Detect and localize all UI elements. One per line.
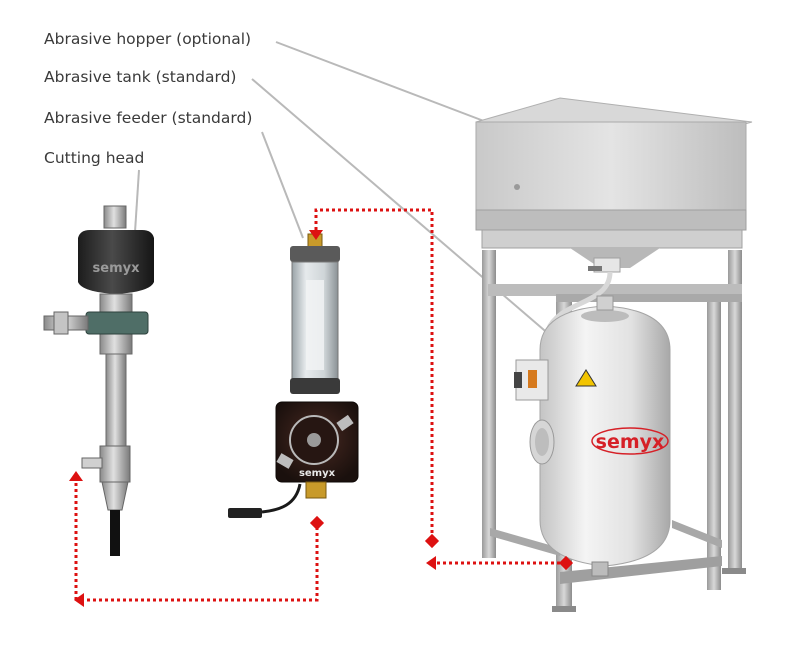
feeder-brand-text: semyx <box>299 468 336 479</box>
head-black-housing <box>78 230 154 294</box>
flow-node-diamond-icon <box>424 533 440 549</box>
tank-brand-text: semyx <box>596 431 665 453</box>
arrowhead-left-icon <box>426 556 436 570</box>
hopper-assembly <box>475 97 753 612</box>
feeder-dial-hub <box>307 433 321 447</box>
tank-control-box <box>515 359 549 401</box>
head-brand-text: semyx <box>93 261 141 276</box>
feeder-cylinder-cap <box>290 246 340 262</box>
abrasive-feeder: semyx <box>228 233 359 518</box>
flow-feeder-to-head <box>84 527 319 602</box>
flow-markers <box>69 230 574 607</box>
feeder-knob <box>336 414 354 432</box>
leader-feeder <box>261 131 304 239</box>
head-top-fitting <box>103 205 127 229</box>
label-cutting-head: Cutting head <box>44 149 145 167</box>
feeder-cylinder-base <box>290 378 340 394</box>
feeder-outlet-fitting <box>305 481 327 499</box>
arrowhead-down-icon <box>309 230 323 240</box>
cutting-head: semyx <box>43 205 154 556</box>
tank-brand-logo: semyx <box>591 427 669 455</box>
head-side-nut <box>53 311 69 335</box>
flow-node-diamond-icon <box>309 515 325 531</box>
head-collar <box>85 311 149 335</box>
hopper-box-band <box>481 229 743 249</box>
head-nozzle-taper <box>101 481 129 511</box>
label-abrasive-feeder: Abrasive feeder (standard) <box>44 109 253 127</box>
frame-leg <box>728 250 742 570</box>
tank-hatch-ring <box>535 428 549 456</box>
hopper-valve-handle <box>588 266 602 271</box>
frame-crossbar <box>490 528 560 556</box>
frame-leg <box>482 250 496 558</box>
frame-crossbar <box>488 284 742 296</box>
leader-head <box>134 169 140 233</box>
flow-lines <box>74 208 566 602</box>
tank-outlet <box>591 561 609 577</box>
head-abrasive-inlet <box>81 457 103 469</box>
tank-control-knob <box>514 372 522 388</box>
hopper-bolt <box>514 184 520 190</box>
arrowhead-up-icon <box>69 471 83 481</box>
leader-hopper <box>275 41 498 127</box>
frame-leg <box>707 290 721 590</box>
feeder-knob <box>276 453 294 469</box>
flow-node-diamond-icon <box>558 555 574 571</box>
frame-crossbar <box>672 520 722 548</box>
feeder-cylinder-inner <box>306 280 324 370</box>
frame-foot <box>722 568 746 574</box>
abrasive-tank: semyx <box>514 295 671 577</box>
label-abrasive-tank: Abrasive tank (standard) <box>44 68 237 86</box>
head-nozzle-tip <box>110 510 120 556</box>
warning-label <box>575 369 597 387</box>
head-nozzle-body <box>99 445 131 483</box>
hopper-box-band <box>475 209 747 231</box>
hopper-box-front <box>475 121 747 211</box>
arrowhead-left-icon <box>74 593 84 607</box>
tank-inlet <box>596 295 614 311</box>
flow-hopper-to-feeder <box>314 208 434 536</box>
label-abrasive-hopper: Abrasive hopper (optional) <box>44 30 252 48</box>
feeder-connector <box>228 508 262 518</box>
tank-top-cap <box>581 310 629 322</box>
frame-crossbar <box>560 556 722 584</box>
head-shaft <box>105 353 127 449</box>
tank-control-accent <box>528 370 537 388</box>
frame-foot <box>552 606 576 612</box>
feeder-cable <box>261 483 302 514</box>
